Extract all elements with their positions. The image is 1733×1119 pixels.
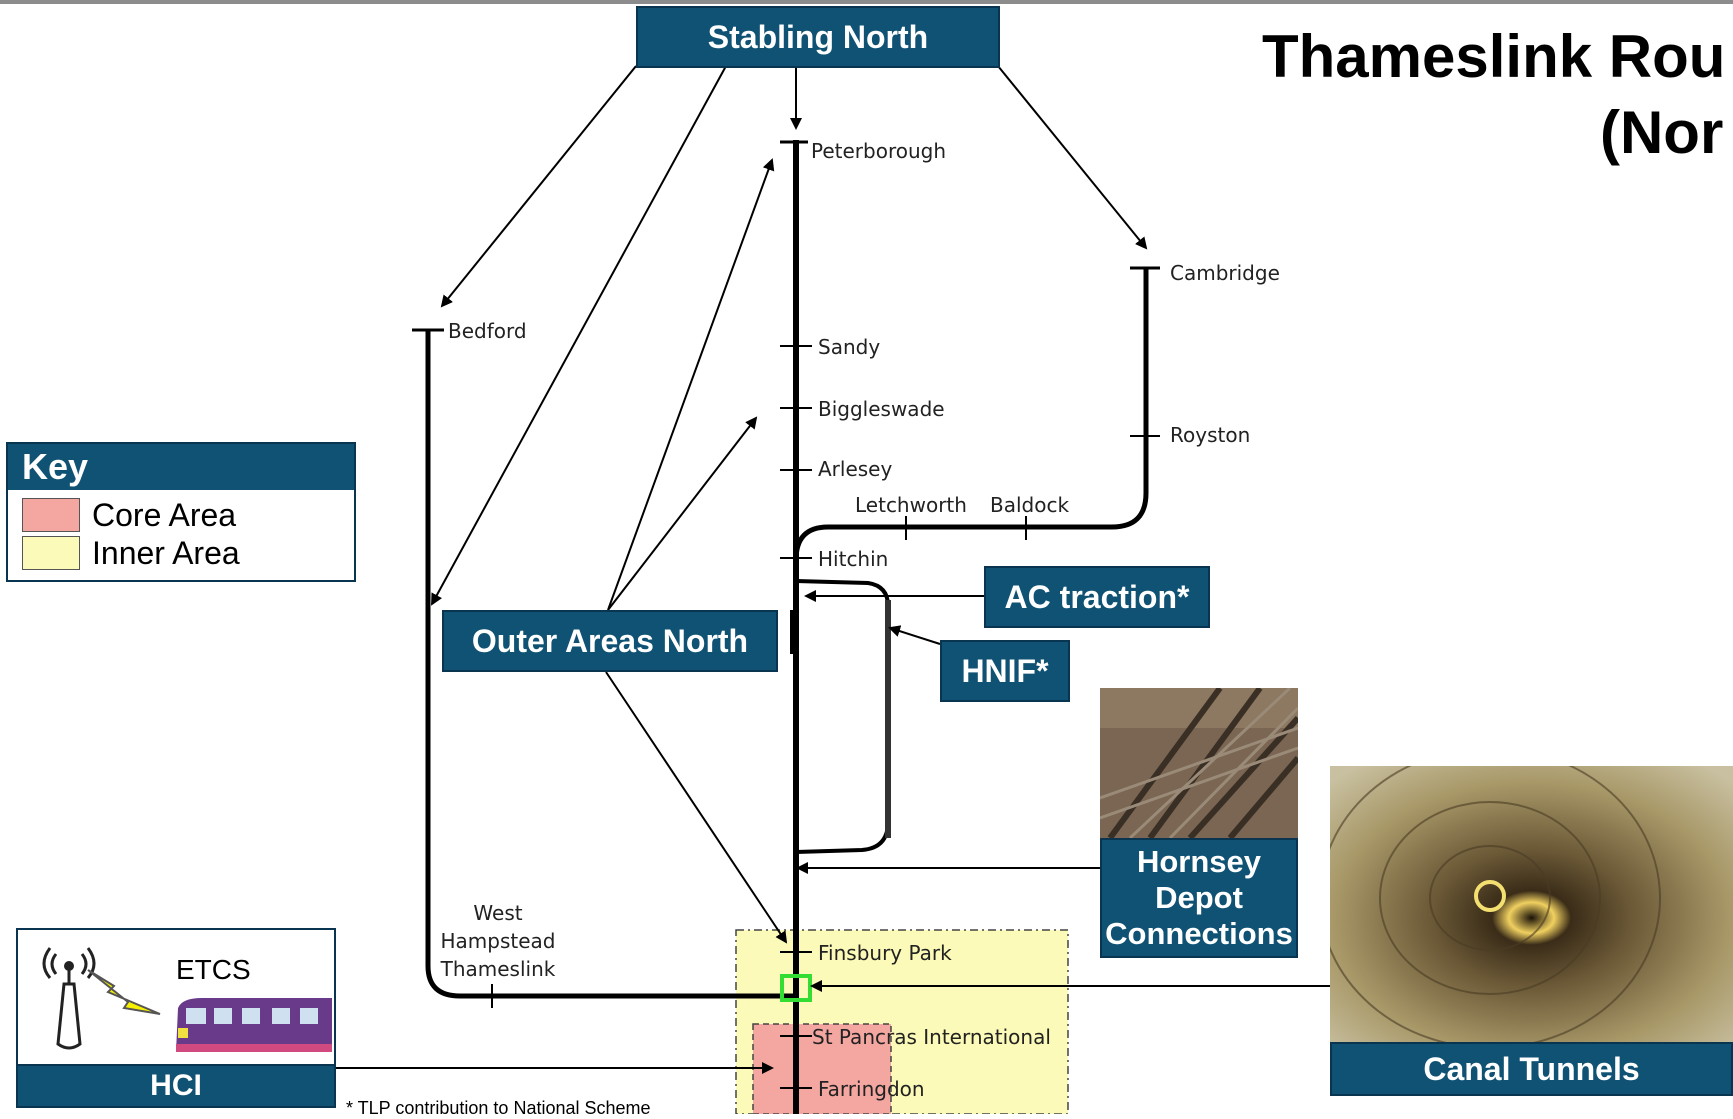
arrow-outer-peterborough bbox=[607, 158, 775, 611]
key-item-label: Core Area bbox=[92, 496, 237, 533]
station-west-hampstead-2: Hampstead bbox=[441, 929, 556, 953]
station-hitchin: Hitchin bbox=[818, 547, 888, 571]
core-area-region bbox=[752, 1023, 892, 1114]
station-farringdon: Farringdon bbox=[818, 1077, 925, 1101]
arrow-stabling-bedford-line bbox=[431, 65, 727, 606]
station-arlesey: Arlesey bbox=[818, 457, 892, 481]
station-finsbury-park: Finsbury Park bbox=[818, 941, 952, 965]
key-legend: Key Core Area Inner Area bbox=[6, 442, 356, 582]
arrow-stabling-bedford bbox=[440, 65, 637, 308]
key-item-core-area: Core Area bbox=[22, 496, 236, 534]
train-image bbox=[176, 998, 332, 1052]
station-peterborough: Peterborough bbox=[811, 139, 946, 163]
ac-traction-box: AC traction* bbox=[984, 566, 1210, 628]
station-cambridge: Cambridge bbox=[1170, 261, 1280, 285]
cambridge-branch bbox=[793, 268, 1149, 561]
footnote: * TLP contribution to National Scheme bbox=[346, 1098, 651, 1118]
hci-panel: ETCS HCI bbox=[16, 928, 336, 1108]
etcs-label: ETCS bbox=[176, 954, 251, 985]
canal-tunnels-box: Canal Tunnels bbox=[1330, 1042, 1733, 1096]
lightning-icon bbox=[87, 969, 161, 1015]
key-item-inner-area: Inner Area bbox=[22, 534, 240, 572]
stabling-north-box: Stabling North bbox=[636, 6, 1000, 68]
outer-areas-north-box: Outer Areas North bbox=[442, 610, 778, 672]
arrow-stabling-cambridge bbox=[997, 65, 1148, 250]
station-st-pancras: St Pancras International bbox=[812, 1025, 1051, 1049]
hnif-box: HNIF* bbox=[940, 640, 1070, 702]
station-sandy: Sandy bbox=[818, 335, 880, 359]
station-bedford: Bedford bbox=[448, 319, 527, 343]
station-biggleswade: Biggleswade bbox=[818, 397, 945, 421]
arrow-hnif bbox=[888, 625, 941, 645]
station-west-hampstead-3: Thameslink bbox=[440, 957, 556, 981]
page-title-line2: (Nor bbox=[1600, 99, 1724, 166]
hornsey-depot-box: Hornsey Depot Connections bbox=[1100, 838, 1298, 958]
inner-area-swatch bbox=[22, 536, 80, 570]
tunnel-photo bbox=[1330, 766, 1733, 1042]
station-letchworth: Letchworth bbox=[855, 493, 967, 517]
station-royston: Royston bbox=[1170, 423, 1250, 447]
top-border bbox=[0, 0, 1733, 4]
key-item-label: Inner Area bbox=[92, 534, 240, 571]
core-area-swatch bbox=[22, 498, 80, 532]
hnif-loop bbox=[795, 579, 890, 854]
arrow-outer-biggleswade bbox=[607, 416, 758, 611]
arrow-outer-finsbury bbox=[605, 671, 788, 944]
antenna-icon bbox=[42, 947, 96, 1050]
bedford-line bbox=[425, 330, 796, 999]
track-junction-photo bbox=[1100, 688, 1298, 838]
key-heading: Key bbox=[8, 444, 354, 490]
page-title-line1: Thameslink Rou bbox=[1262, 23, 1726, 90]
station-west-hampstead-1: West bbox=[473, 901, 522, 925]
hci-box: HCI bbox=[16, 1064, 336, 1108]
station-baldock: Baldock bbox=[990, 493, 1069, 517]
